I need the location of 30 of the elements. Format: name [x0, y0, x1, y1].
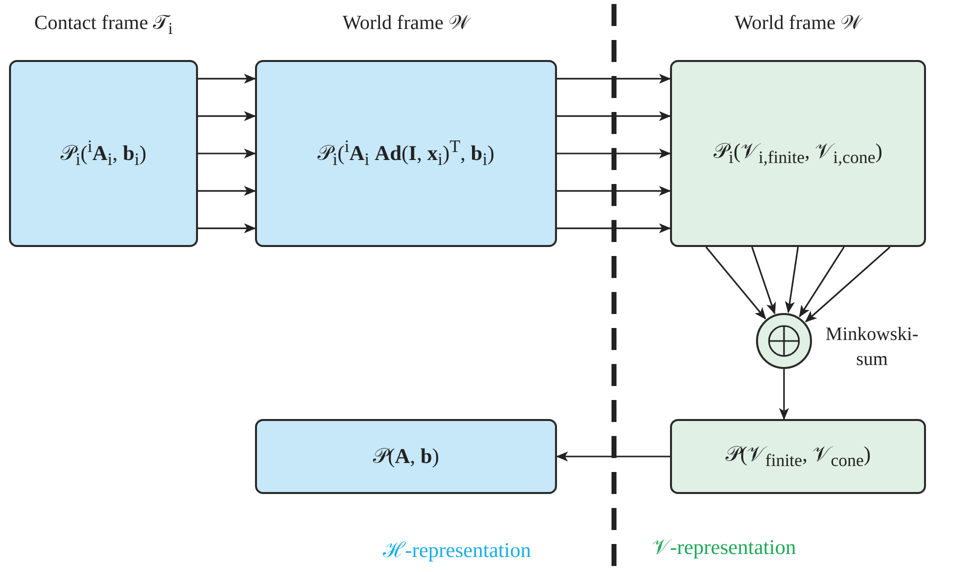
arrow — [779, 369, 789, 420]
frame-heading: Contact frame 𝒯$_{i}$ — [33, 12, 174, 39]
arrow — [557, 111, 671, 122]
frame-heading: World frame 𝒲 — [733, 12, 864, 35]
operation-label: Minkowski-sum — [824, 323, 920, 372]
formula-box — [670, 419, 926, 494]
arrow — [198, 186, 256, 196]
arrow — [556, 452, 670, 462]
formula-box — [255, 419, 557, 494]
arrow — [784, 246, 799, 314]
frame-heading: World frame 𝒲 — [341, 12, 472, 35]
arrow — [804, 246, 891, 322]
formula-text: 𝒫(A, b) — [372, 444, 440, 469]
representation-label: ℋ-representation — [383, 537, 531, 563]
arrow — [798, 246, 845, 318]
arrow — [705, 246, 766, 320]
arrow — [198, 111, 256, 122]
arrow — [198, 148, 256, 158]
representation-label: 𝒱-representation — [652, 535, 796, 560]
arrow — [198, 223, 256, 234]
arrow — [557, 186, 671, 196]
formula-text: 𝒫$_{i}$($^{i}$A$_{i}$ Ad(I, x$_{i}$)$^{T}$, b$_{i}$) — [318, 136, 494, 171]
formula-text: 𝒫(𝒱$_{finite}$, 𝒱$_{cone}$) — [725, 442, 871, 472]
formula-text: 𝒫$_{i}$(𝒱$_{i,finite}$, 𝒱$_{i,cone}$) — [714, 138, 882, 168]
arrow — [557, 148, 671, 158]
arrow — [557, 74, 671, 84]
arrow — [751, 246, 776, 314]
arrow — [198, 74, 256, 84]
formula-text: 𝒫$_{i}$($^{i}$A$_{i}$, b$_{i}$) — [60, 136, 146, 171]
arrow — [557, 223, 671, 234]
